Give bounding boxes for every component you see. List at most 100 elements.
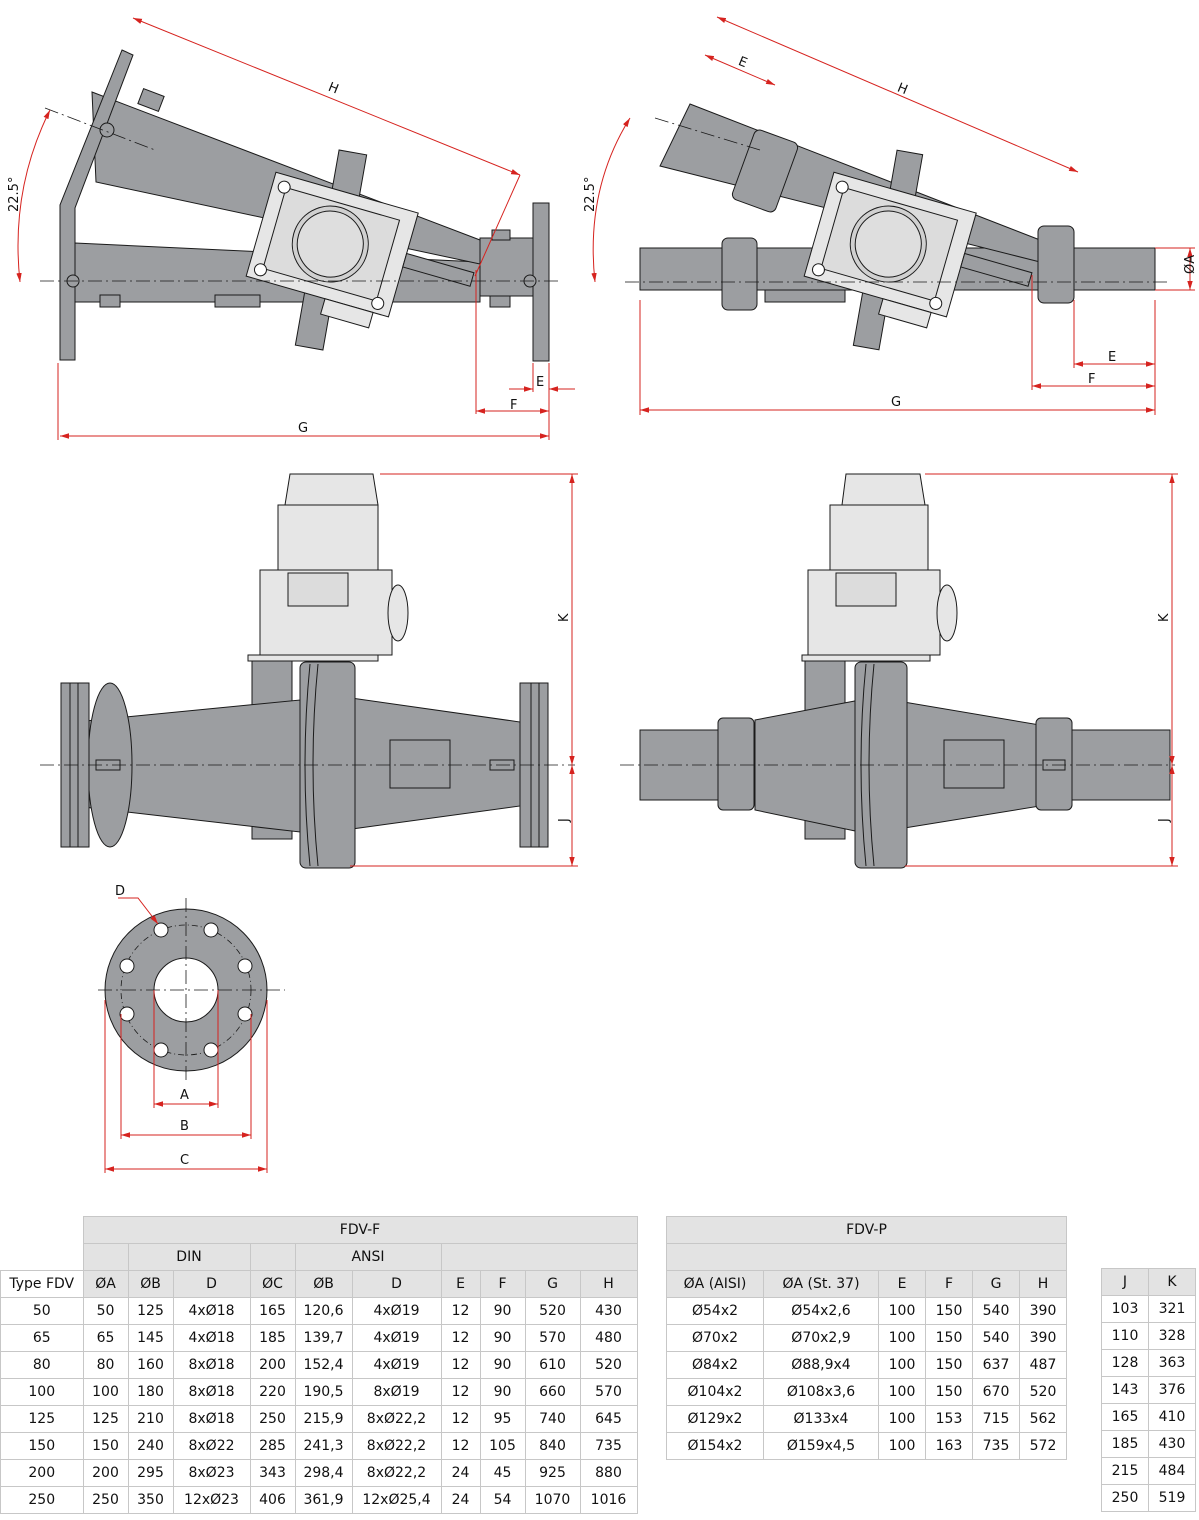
table-cell: 12 xyxy=(440,1405,481,1433)
column-header: Type FDV xyxy=(0,1270,84,1298)
table-cell: 298,4 xyxy=(294,1459,353,1487)
table-cell: Ø54x2 xyxy=(666,1297,764,1325)
table-cell: 487 xyxy=(1019,1351,1067,1379)
table-cell: 100 xyxy=(878,1351,926,1379)
table-cell: 24 xyxy=(440,1459,481,1487)
table-cell: 95 xyxy=(479,1405,526,1433)
table-cell: 570 xyxy=(579,1378,638,1406)
table-cell: 215 xyxy=(1101,1457,1149,1485)
table-cell: 120,6 xyxy=(294,1297,353,1325)
fdvf-side-dimensions xyxy=(16,17,575,440)
table-cell: 880 xyxy=(579,1459,638,1487)
table-cell: 150 xyxy=(925,1351,973,1379)
table-cell: 8xØ23 xyxy=(172,1459,251,1487)
table-cell: 240 xyxy=(127,1432,174,1460)
table-cell: 12xØ25,4 xyxy=(351,1486,442,1514)
table-cell: 8xØ22,2 xyxy=(351,1405,442,1433)
table-cell: 4xØ18 xyxy=(172,1297,251,1325)
dim-label-b-circle: B xyxy=(180,1119,189,1134)
table-cell: 670 xyxy=(972,1378,1020,1406)
table-cell: 8xØ22,2 xyxy=(351,1432,442,1460)
technical-drawing: H G F E 22.5° xyxy=(7,16,1198,1173)
table-cell: 90 xyxy=(479,1324,526,1352)
fdv-f-header-row: Type FDV ØA ØB D ØC ØB D E F G H xyxy=(0,1270,638,1298)
column-header: E xyxy=(878,1270,926,1298)
table-cell: Ø104x2 xyxy=(666,1378,764,1406)
table-cell: 110 xyxy=(1101,1322,1149,1350)
column-header: H xyxy=(579,1270,638,1298)
table-cell: 215,9 xyxy=(294,1405,353,1433)
table-cell: 250 xyxy=(82,1486,129,1514)
table-cell: 520 xyxy=(579,1351,638,1379)
table-cell: 165 xyxy=(1101,1403,1149,1431)
table-cell: 610 xyxy=(524,1351,581,1379)
table-cell: 715 xyxy=(972,1405,1020,1433)
table-cell: 150 xyxy=(925,1378,973,1406)
fdvp-top-dimensions xyxy=(905,473,1178,867)
table-cell: 12 xyxy=(440,1297,481,1325)
table-cell: 100 xyxy=(878,1432,926,1460)
table-cell: 128 xyxy=(1101,1349,1149,1377)
table-cell: 103 xyxy=(1101,1295,1149,1323)
table-cell: 570 xyxy=(524,1324,581,1352)
column-header: ØB xyxy=(294,1270,353,1298)
column-header: D xyxy=(351,1270,442,1298)
table-cell: 152,4 xyxy=(294,1351,353,1379)
fdv-p-header-row: ØA (AISI) ØA (St. 37) E F G H xyxy=(666,1270,1067,1298)
column-header: G xyxy=(972,1270,1020,1298)
fdvp-side-dimensions xyxy=(591,16,1195,415)
table-cell: 410 xyxy=(1148,1403,1196,1431)
table-cell: 200 xyxy=(249,1351,296,1379)
table-cell: 840 xyxy=(524,1432,581,1460)
table-cell: 139,7 xyxy=(294,1324,353,1352)
dim-label-h: H xyxy=(326,80,341,98)
table-cell: Ø133x4 xyxy=(763,1405,879,1433)
dim-label-g-p: G xyxy=(891,395,901,410)
table-cell: 4xØ19 xyxy=(351,1297,442,1325)
table-cell: 406 xyxy=(249,1486,296,1514)
table-cell: 637 xyxy=(972,1351,1020,1379)
table-cell: 65 xyxy=(82,1324,129,1352)
table-cell: 160 xyxy=(127,1351,174,1379)
table-cell: 540 xyxy=(972,1297,1020,1325)
fdvf-side-view xyxy=(40,49,560,362)
dim-label-e-p: E xyxy=(1108,350,1116,365)
table-cell: 125 xyxy=(127,1297,174,1325)
column-header: J xyxy=(1101,1268,1149,1296)
table-cell: 562 xyxy=(1019,1405,1067,1433)
fdvf-top-labels: K J xyxy=(557,613,572,823)
column-header: ØA (AISI) xyxy=(666,1270,764,1298)
table-cell: Ø70x2,9 xyxy=(763,1324,879,1352)
table-cell: 143 xyxy=(1101,1376,1149,1404)
table-cell: 200 xyxy=(0,1459,84,1487)
fdv-p-title: FDV-P xyxy=(666,1216,1067,1244)
ansi-group-header: ANSI xyxy=(294,1243,442,1271)
table-cell: 80 xyxy=(0,1351,84,1379)
table-cell: 185 xyxy=(1101,1430,1149,1458)
table-cell: 430 xyxy=(579,1297,638,1325)
table-cell: 90 xyxy=(479,1378,526,1406)
table-cell: 540 xyxy=(972,1324,1020,1352)
table-cell: 54 xyxy=(479,1486,526,1514)
table-cell: 1016 xyxy=(579,1486,638,1514)
fdv-p-table: FDV-P ØA (AISI) ØA (St. 37) E F G H Ø54x… xyxy=(666,1216,1067,1460)
dim-label-g: G xyxy=(298,421,308,436)
dim-label-j-p: J xyxy=(1157,818,1172,823)
dim-label-a-p: ØA xyxy=(1183,255,1198,274)
table-cell: 24 xyxy=(440,1486,481,1514)
table-cell: 165 xyxy=(249,1297,296,1325)
table-cell: 200 xyxy=(82,1459,129,1487)
